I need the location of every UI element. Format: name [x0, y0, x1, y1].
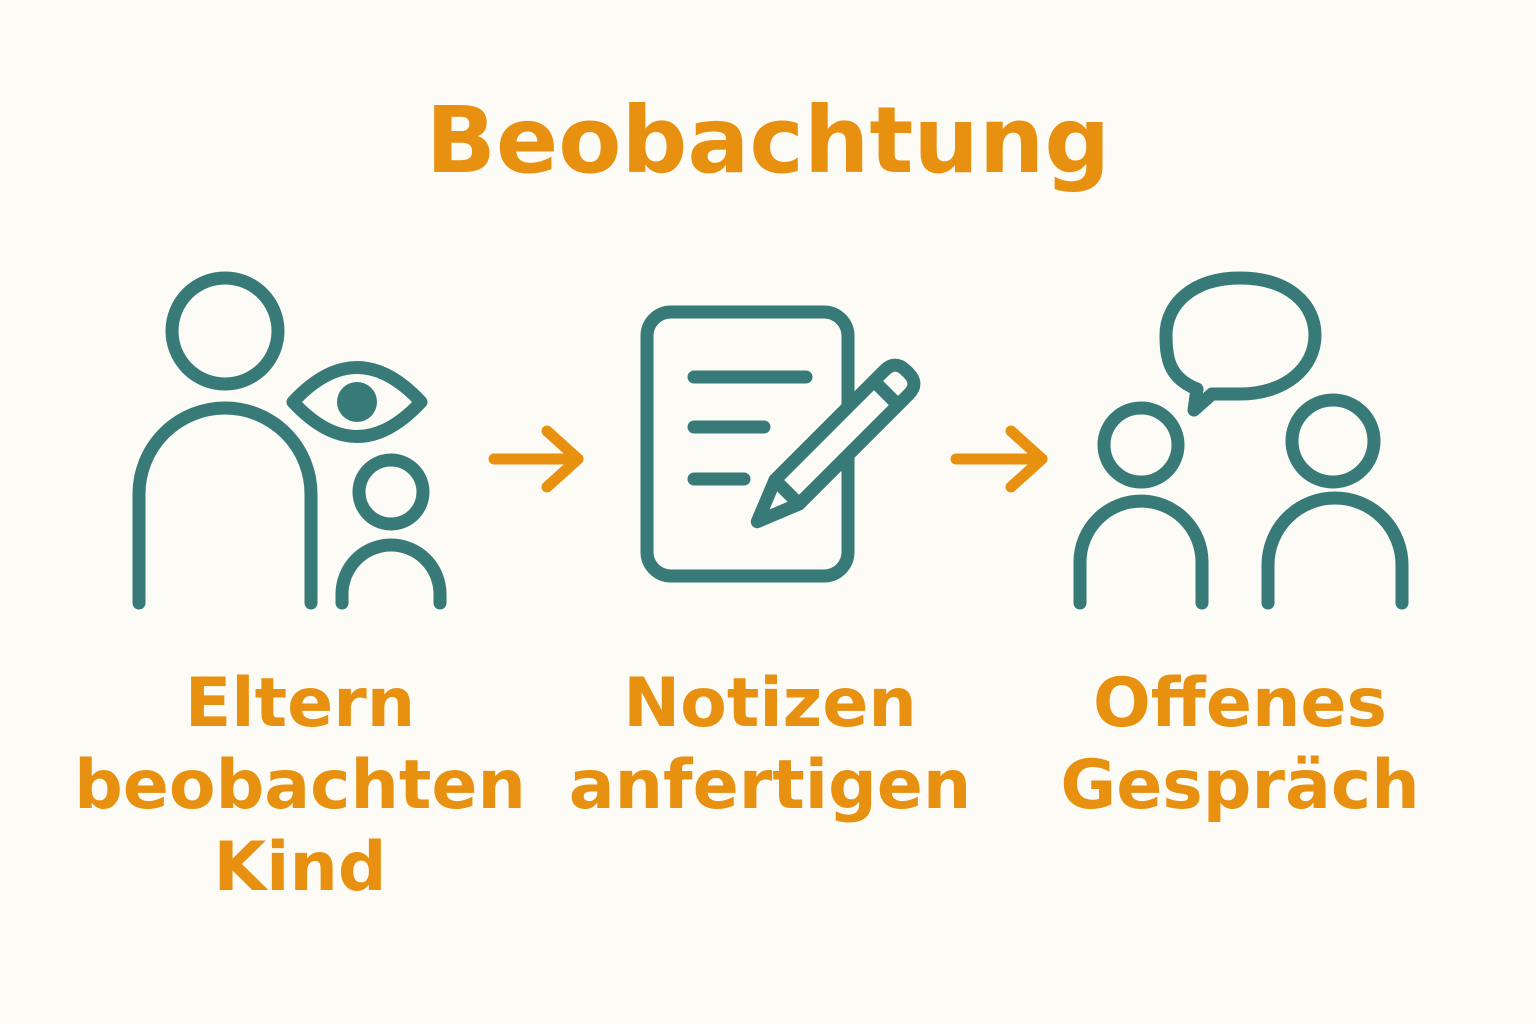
step-label-notes: Notizen anfertigen — [540, 663, 1000, 827]
parent-child-eye-icon — [132, 271, 447, 610]
label-line: Kind — [213, 828, 387, 907]
child-figure — [335, 453, 447, 610]
parent-figure — [132, 271, 318, 610]
diagram-title: Beobachtung — [425, 87, 1111, 194]
label-line: Notizen — [623, 664, 917, 743]
step-label-conversation: Offenes Gespräch — [1010, 663, 1470, 827]
label-line: beobachten — [74, 746, 526, 825]
label-line: anfertigen — [568, 746, 972, 825]
document-pencil-icon — [640, 305, 921, 583]
speech-bubble-icon — [1159, 271, 1322, 417]
label-line: Offenes — [1092, 664, 1387, 743]
label-line: Gespräch — [1060, 746, 1420, 825]
person-right — [1261, 393, 1409, 610]
step-label-observe: Eltern beobachten Kind — [60, 663, 540, 909]
arrow-right-icon — [488, 425, 584, 493]
arrow-right-icon — [950, 425, 1048, 493]
person-left — [1073, 401, 1209, 610]
label-line: Eltern — [184, 664, 416, 743]
pencil-icon — [750, 358, 921, 529]
eye-icon — [286, 361, 428, 443]
conversation-icon — [1073, 271, 1409, 610]
